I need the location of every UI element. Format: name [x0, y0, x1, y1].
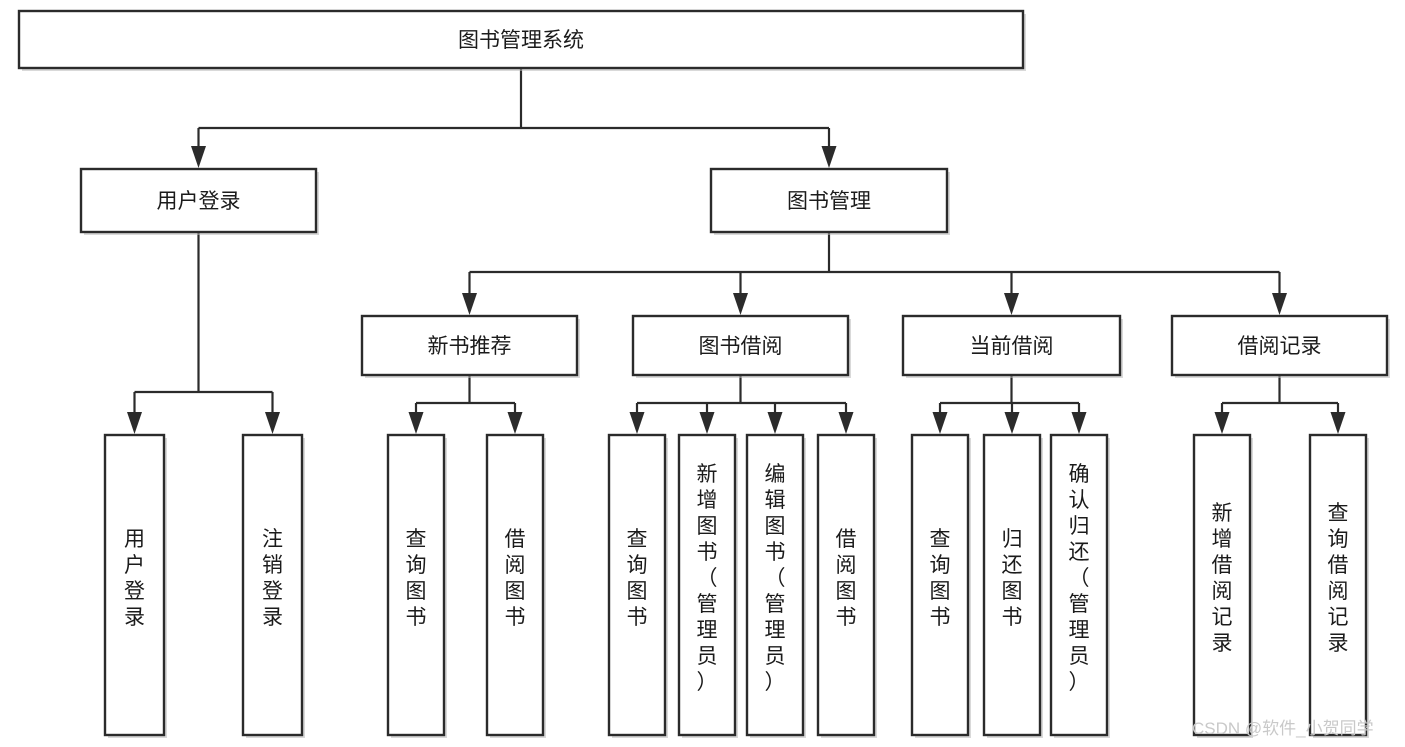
- node-label: 图书管理系统: [458, 29, 584, 52]
- node-label: 借阅图书: [836, 528, 857, 629]
- node-rect[interactable]: [241, 433, 304, 737]
- node-label: 借阅图书: [505, 528, 526, 629]
- node-new-book-rec[interactable]: 新书推荐: [360, 314, 580, 378]
- node-book-borrow[interactable]: 图书借阅: [631, 314, 851, 378]
- node-leaf-query-book-borrow[interactable]: 查询图书: [607, 433, 668, 738]
- node-leaf-add-record[interactable]: 新增借阅记录: [1192, 433, 1253, 738]
- node-label: 归还图书: [1002, 528, 1023, 629]
- node-leaf-add-book[interactable]: 新增图书（管理员）: [677, 433, 738, 738]
- node-rect[interactable]: [816, 433, 876, 737]
- node-label: 图书管理: [787, 190, 871, 213]
- node-root[interactable]: 图书管理系统: [17, 9, 1026, 71]
- node-rect[interactable]: [901, 314, 1122, 377]
- node-rect[interactable]: [982, 433, 1042, 737]
- node-rect[interactable]: [485, 433, 545, 737]
- node-label: 查询图书: [627, 528, 648, 629]
- node-label: 新书推荐: [428, 335, 512, 358]
- node-user-login[interactable]: 用户登录: [79, 167, 319, 235]
- node-leaf-user-login[interactable]: 用户登录: [103, 433, 167, 738]
- node-label: 新增借阅记录: [1212, 502, 1233, 655]
- node-rect[interactable]: [79, 167, 318, 234]
- node-rect[interactable]: [103, 433, 166, 737]
- node-label: 查询图书: [930, 528, 951, 629]
- node-label: 图书借阅: [699, 335, 783, 358]
- node-label: 新增图书（管理员）: [697, 463, 718, 694]
- node-layer: 图书管理系统用户登录图书管理新书推荐图书借阅当前借阅借阅记录用户登录注销登录查询…: [17, 9, 1390, 738]
- node-leaf-borrow-book-rec[interactable]: 借阅图书: [485, 433, 546, 738]
- node-rect[interactable]: [1049, 433, 1109, 737]
- node-label: 查询图书: [406, 528, 427, 629]
- connector-layer: [127, 68, 1346, 434]
- node-rect[interactable]: [910, 433, 970, 737]
- node-label: 借阅记录: [1238, 335, 1322, 358]
- node-rect[interactable]: [386, 433, 446, 737]
- node-label: 查询借阅记录: [1328, 502, 1349, 655]
- node-rect[interactable]: [1170, 314, 1389, 377]
- node-leaf-query-record[interactable]: 查询借阅记录: [1308, 433, 1369, 738]
- node-rect[interactable]: [631, 314, 850, 377]
- node-label: 用户登录: [157, 190, 241, 213]
- node-rect[interactable]: [709, 167, 949, 234]
- node-leaf-query-book-current[interactable]: 查询图书: [910, 433, 971, 738]
- node-rect[interactable]: [17, 9, 1025, 70]
- node-rect[interactable]: [607, 433, 667, 737]
- watermark-label: CSDN @软件_小贺同学: [1192, 719, 1374, 738]
- node-current-borrow[interactable]: 当前借阅: [901, 314, 1123, 378]
- node-label: 注销登录: [262, 528, 283, 629]
- node-leaf-borrow-book[interactable]: 借阅图书: [816, 433, 877, 738]
- node-rect[interactable]: [1192, 433, 1252, 737]
- node-rect[interactable]: [745, 433, 805, 737]
- node-label: 编辑图书（管理员）: [765, 463, 786, 694]
- node-rect[interactable]: [360, 314, 579, 377]
- node-label: 当前借阅: [970, 335, 1054, 358]
- node-book-manage[interactable]: 图书管理: [709, 167, 950, 235]
- node-leaf-return-book[interactable]: 归还图书: [982, 433, 1043, 738]
- node-leaf-confirm-return[interactable]: 确认归还（管理员）: [1049, 433, 1110, 738]
- node-leaf-query-book-rec[interactable]: 查询图书: [386, 433, 447, 738]
- node-borrow-record[interactable]: 借阅记录: [1170, 314, 1390, 378]
- node-rect[interactable]: [677, 433, 737, 737]
- node-leaf-edit-book[interactable]: 编辑图书（管理员）: [745, 433, 806, 738]
- node-label: 用户登录: [124, 528, 145, 629]
- node-label: 确认归还（管理员）: [1069, 463, 1090, 694]
- node-leaf-logout[interactable]: 注销登录: [241, 433, 305, 738]
- node-rect[interactable]: [1308, 433, 1368, 737]
